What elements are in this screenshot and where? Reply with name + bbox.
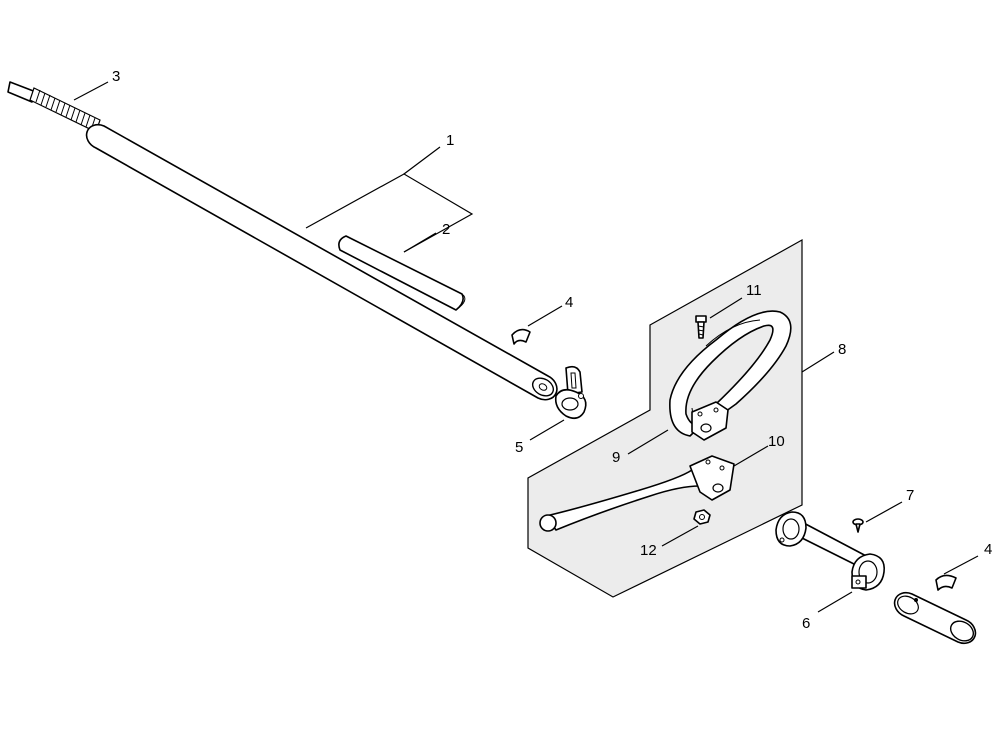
callout-8: 8	[838, 341, 846, 358]
callout-1: 1	[446, 132, 454, 149]
pad-lower	[935, 574, 957, 591]
callout-12: 12	[640, 542, 657, 559]
drive-shaft	[7, 81, 101, 133]
tube-cover	[338, 235, 466, 311]
grip-tube	[893, 591, 977, 645]
callout-3: 3	[112, 68, 120, 85]
callout-7: 7	[906, 487, 914, 504]
main-tube	[85, 123, 558, 401]
bracket	[775, 511, 886, 591]
callout-4-lower: 4	[984, 541, 992, 558]
pad-upper	[511, 328, 531, 345]
callout-10: 10	[768, 433, 785, 450]
nut	[693, 509, 711, 525]
callout-11: 11	[746, 282, 762, 299]
screw	[695, 315, 707, 339]
small-screw	[852, 518, 864, 533]
handle-bar	[539, 455, 735, 532]
handle-clamp	[691, 401, 729, 441]
callout-9: 9	[612, 449, 620, 466]
callout-2: 2	[442, 221, 450, 238]
callout-6: 6	[802, 615, 810, 632]
callout-4-upper: 4	[565, 294, 573, 311]
clamp	[554, 365, 587, 420]
callout-5: 5	[515, 439, 523, 456]
leader-lines	[73, 81, 979, 613]
